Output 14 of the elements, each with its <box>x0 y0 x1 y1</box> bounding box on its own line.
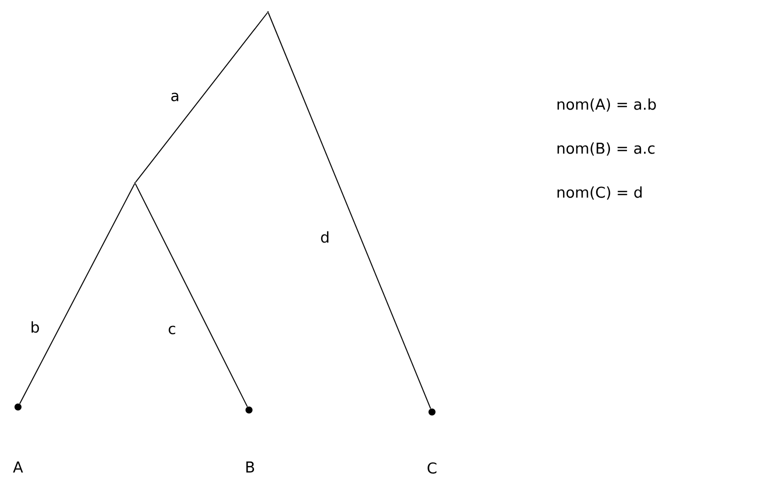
branch-line <box>19 183 136 404</box>
edge-label: c <box>168 326 176 334</box>
branch-line <box>268 12 432 410</box>
edge-label: d <box>321 231 328 243</box>
leaf-label: B <box>246 462 254 472</box>
edge-label: a <box>171 92 178 102</box>
formula-text: nom(B) = a.c <box>558 142 654 156</box>
branch-line <box>134 183 248 408</box>
leaf-label: A <box>13 462 23 472</box>
edge-label: b <box>32 321 39 333</box>
formula-text: nom(C) = d <box>558 186 642 200</box>
formula-text: nom(A) = a.b <box>558 98 656 112</box>
branch-line <box>135 12 268 183</box>
leaf-label: C <box>428 462 436 474</box>
